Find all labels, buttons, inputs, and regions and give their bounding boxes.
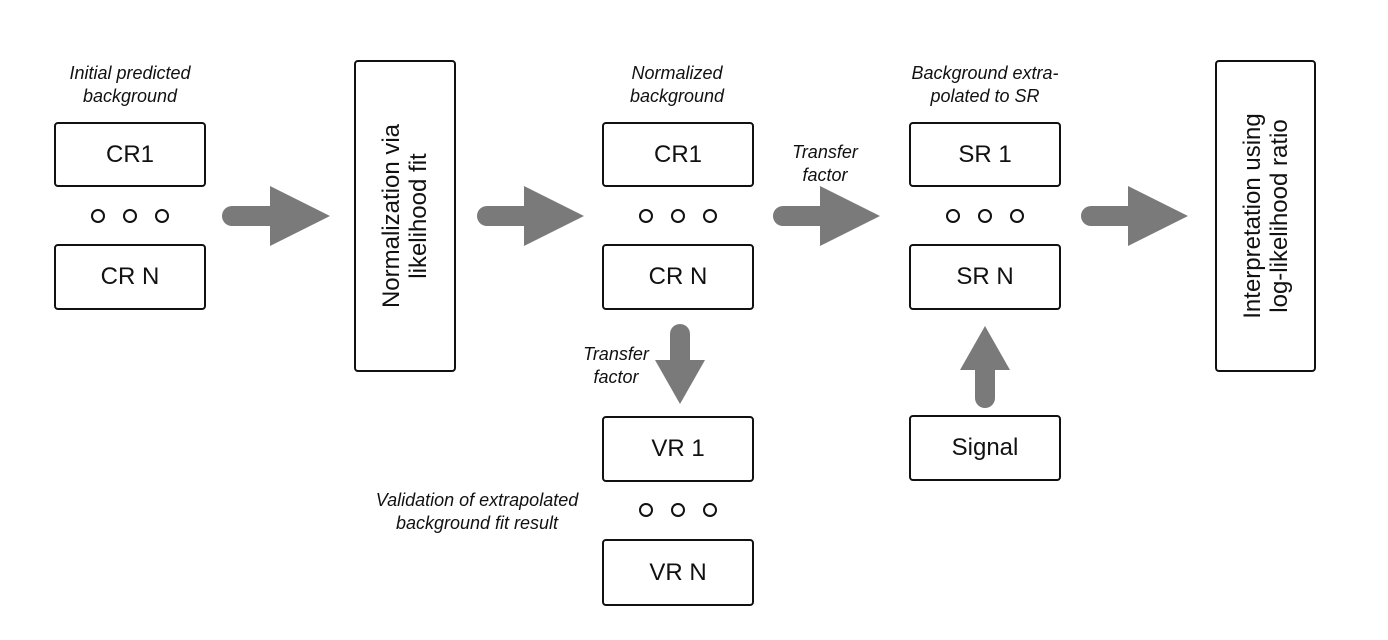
note-normalized-background: Normalized background: [587, 62, 767, 108]
ellipsis-dot: [703, 503, 717, 517]
initial-crn-box: CR N: [54, 244, 206, 310]
note-line: Validation of extrapolated: [375, 490, 579, 510]
vr1-box: VR 1: [602, 416, 754, 482]
initial-cr1-box: CR1: [54, 122, 206, 187]
note-line: polated to SR: [930, 86, 1040, 106]
note-line: Background extra-: [911, 63, 1059, 83]
ellipsis-dot: [671, 209, 685, 223]
normalized-cr1-box: CR1: [602, 122, 754, 187]
normalization-label-line: Normalization via: [378, 123, 405, 309]
normalization-label: Normalization via likelihood fit: [378, 124, 432, 308]
note-transfer-factor-sr: Transfer factor: [770, 141, 880, 187]
sr1-box: SR 1: [909, 122, 1061, 187]
arrow-initial-to-normalization: [222, 186, 330, 246]
ellipsis-dot: [978, 209, 992, 223]
arrow-signal-to-sr: [960, 326, 1010, 408]
interpretation-label: Interpretation using log-likelihood rati…: [1239, 113, 1293, 318]
srn-box: SR N: [909, 244, 1061, 310]
note-initial-background: Initial predicted background: [40, 62, 220, 108]
initial-cr-ellipsis: [91, 209, 169, 223]
note-line: factor: [802, 165, 848, 185]
ellipsis-dot: [639, 209, 653, 223]
normalization-label-line: likelihood fit: [405, 153, 432, 279]
ellipsis-dot: [123, 209, 137, 223]
ellipsis-dot: [946, 209, 960, 223]
ellipsis-dot: [671, 503, 685, 517]
arrow-normalized-to-sr: [773, 186, 880, 246]
arrow-sr-to-interpretation: [1081, 186, 1188, 246]
normalized-crn-box: CR N: [602, 244, 754, 310]
note-line: Initial predicted: [69, 63, 191, 83]
interpretation-box: Interpretation using log-likelihood rati…: [1215, 60, 1316, 372]
normalized-cr-ellipsis: [639, 209, 717, 223]
note-validation: Validation of extrapolated background fi…: [352, 489, 602, 535]
note-line: Transfer: [792, 142, 858, 162]
interpretation-label-line: log-likelihood ratio: [1265, 119, 1293, 313]
note-line: background fit result: [395, 513, 559, 533]
normalization-box: Normalization via likelihood fit: [354, 60, 456, 372]
note-transfer-factor-vr: Transfer factor: [561, 343, 671, 389]
ellipsis-dot: [703, 209, 717, 223]
ellipsis-dot: [1010, 209, 1024, 223]
ellipsis-dot: [155, 209, 169, 223]
interpretation-label-line: Interpretation using: [1238, 113, 1266, 319]
note-line: Transfer: [583, 344, 649, 364]
ellipsis-dot: [639, 503, 653, 517]
note-line: Normalized: [631, 63, 723, 83]
vrn-box: VR N: [602, 539, 754, 606]
note-line: factor: [593, 367, 639, 387]
sr-ellipsis: [946, 209, 1024, 223]
arrow-normalization-to-normalized: [477, 186, 584, 246]
note-line: background: [629, 86, 725, 106]
note-line: background: [82, 86, 178, 106]
signal-box: Signal: [909, 415, 1061, 481]
ellipsis-dot: [91, 209, 105, 223]
vr-ellipsis: [639, 503, 717, 517]
note-extrapolated-to-sr: Background extra- polated to SR: [880, 62, 1090, 108]
arrow-normalized-to-vr: [655, 324, 705, 404]
